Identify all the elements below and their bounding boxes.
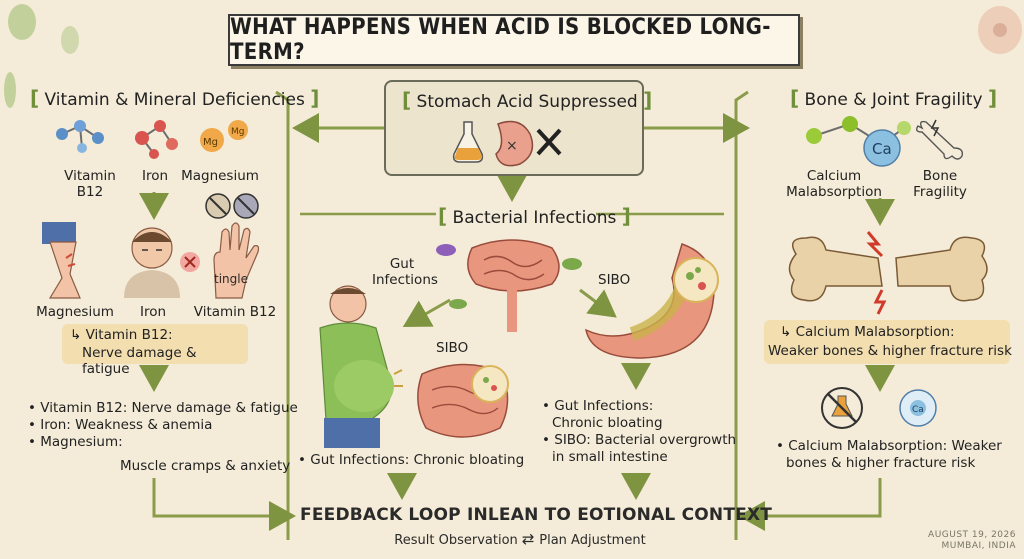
sibo-intestine-icon <box>417 363 509 438</box>
fragile-bone-icon <box>915 119 964 160</box>
bacterial-title: [ Bacterial Infections ] <box>438 204 631 228</box>
list-item: • Magnesium: <box>28 434 123 450</box>
bloating-note: • Gut Infections: Chronic bloating <box>298 452 525 468</box>
gut-infections-line2: Infections <box>372 272 438 288</box>
bacterial-title-text: Bacterial Infections <box>452 208 617 228</box>
swap-arrows-icon: ⇄ <box>521 530 540 548</box>
location-label: MUMBAI, INDIA <box>941 541 1016 551</box>
calcium-molecule-icon: Ca <box>806 116 911 167</box>
title-banner: WHAT HAPPENS WHEN ACID IS BLOCKED LONG-T… <box>228 14 800 66</box>
middle-infection-list: • Gut Infections: Chronic bloating • SIB… <box>542 398 736 466</box>
symptom-label-b12: Vitamin B12 <box>193 304 277 320</box>
intestine-bacteria-icon <box>436 239 582 332</box>
list-item: • Vitamin B12: Nerve damage & fatigue <box>28 400 298 416</box>
list-item: • Iron: Weakness & anemia <box>28 417 213 433</box>
calcium-label-line2: Malabsorption <box>786 184 882 200</box>
feedback-loop-subline: Result Observation ⇄ Plan Adjustment <box>360 530 680 548</box>
gut-infections-label: Gut Infections <box>372 256 438 288</box>
list-item: Chronic bloating <box>552 415 663 431</box>
left-highlight-desc: Nerve damage & fatigue <box>82 345 197 377</box>
crossed-supplement-icon <box>205 193 259 219</box>
leg-cramp-icon <box>42 222 81 299</box>
mg-label: Mg <box>203 137 218 148</box>
bone-label-line1: Bone <box>922 168 958 184</box>
tired-face-icon <box>124 227 180 298</box>
left-highlight-arrow: ↳ Vitamin B12: <box>70 327 173 343</box>
right-highlight-title: Calcium Malabsorption: <box>795 324 955 340</box>
right-highlight-arrow: ↳ Calcium Malabsorption: <box>780 324 955 340</box>
no-acid-calcium-icon: Ca <box>821 387 937 429</box>
bone-label-line2: Fragility <box>913 184 967 200</box>
center-title-text: Stomach Acid Suppressed <box>416 92 638 112</box>
symptom-illustrations <box>42 222 260 299</box>
stomach-acid-box: [ Stomach Acid Suppressed ] × <box>384 80 652 176</box>
date-label: AUGUST 19, 2026 <box>928 530 1016 540</box>
result-observation-label: Result Observation <box>394 533 518 548</box>
plan-adjustment-label: Plan Adjustment <box>539 533 646 548</box>
bloated-person-icon <box>319 285 403 448</box>
right-highlight-box: ↳ Calcium Malabsorption: Weaker bones & … <box>764 320 1012 364</box>
x-mark-icon <box>180 252 200 272</box>
date-location-stamp: AUGUST 19, 2026 MUMBAI, INDIA <box>928 530 1016 552</box>
stomach-flask-icon: × <box>452 120 562 167</box>
left-list-tail: Muscle cramps & anxiety <box>120 458 291 474</box>
molecule-label-b12: Vitamin B12 <box>64 168 116 200</box>
ca-label: Ca <box>872 140 892 158</box>
left-deficiency-list: • Vitamin B12: Nerve damage & fatigue • … <box>28 400 298 451</box>
right-highlight-desc: Weaker bones & higher fracture risk <box>768 343 1012 359</box>
list-item: in small intestine <box>552 449 668 465</box>
broken-bone-icon <box>788 231 988 315</box>
gut-infections-line1: Gut <box>389 256 415 272</box>
left-title-text: Vitamin & Mineral Deficiencies <box>44 90 305 110</box>
page-title: WHAT HAPPENS WHEN ACID IS BLOCKED LONG-T… <box>230 15 771 65</box>
calcium-label: Calcium Malabsorption <box>784 168 884 200</box>
tingling-hand-icon <box>213 222 260 299</box>
left-highlight-title: Vitamin B12: <box>85 327 173 343</box>
nutrient-molecules-icon: Mg Mg <box>56 120 248 159</box>
molecule-label-magnesium: Magnesium <box>181 168 259 184</box>
mg-label-small: Mg <box>231 127 244 137</box>
list-item: • Gut Infections: <box>542 398 654 414</box>
ca-small-label: Ca <box>912 405 924 415</box>
right-title-text: Bone & Joint Fragility <box>804 90 983 110</box>
list-item: • Calcium Malabsorption: Weaker <box>776 438 1002 454</box>
symptom-label-magnesium: Magnesium <box>36 304 114 320</box>
symptom-label-iron: Iron <box>139 304 167 320</box>
list-item: bones & higher fracture risk <box>786 455 976 471</box>
center-title: [ Stomach Acid Suppressed ] <box>402 88 653 112</box>
right-section-title: [ Bone & Joint Fragility ] <box>790 86 998 110</box>
left-section-title: [ Vitamin & Mineral Deficiencies ] <box>30 86 320 110</box>
svg-text:×: × <box>506 138 518 154</box>
feedback-loop-title: FEEDBACK LOOP INLEAN TO EOTIONAL CONTEXT <box>300 505 773 525</box>
sibo-mid-label: SIBO <box>436 340 469 356</box>
tingle-label: tingle <box>214 272 248 286</box>
corner-microbe-icon <box>4 4 1022 108</box>
bone-fragility-label: Bone Fragility <box>910 168 970 200</box>
right-bone-list: • Calcium Malabsorption: Weaker bones & … <box>776 438 1002 472</box>
sibo-stomach-icon <box>584 243 719 359</box>
list-item: • SIBO: Bacterial overgrowth <box>542 432 737 448</box>
left-highlight-box: ↳ Vitamin B12: Nerve damage & fatigue <box>62 324 248 377</box>
calcium-label-line1: Calcium <box>806 168 862 184</box>
sibo-top-label: SIBO <box>598 272 631 288</box>
molecule-label-iron: Iron <box>141 168 169 184</box>
